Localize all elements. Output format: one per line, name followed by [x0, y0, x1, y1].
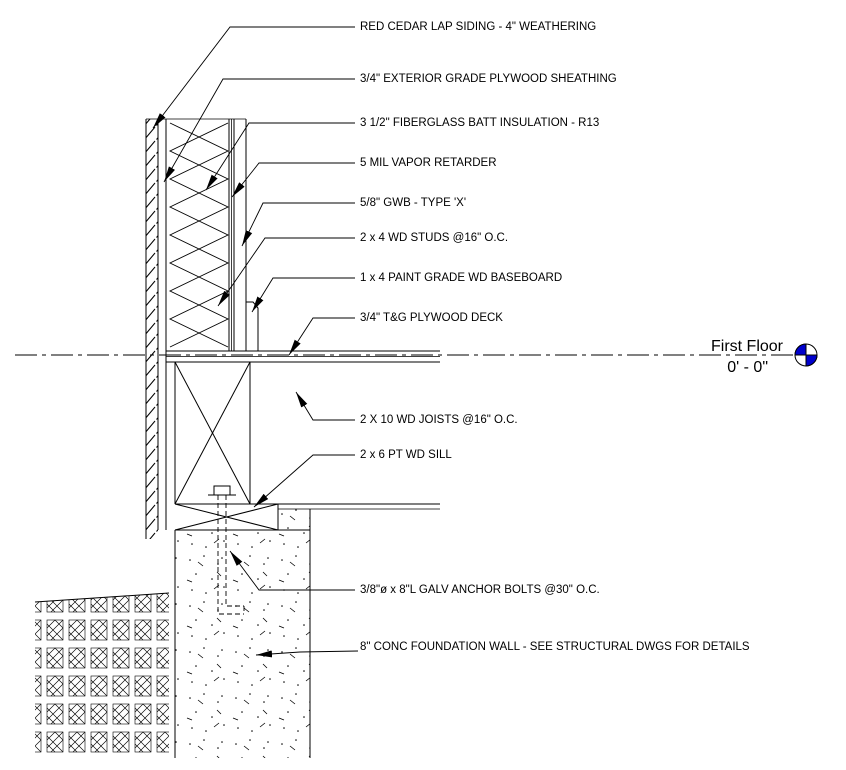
gwb-layer: [233, 119, 247, 351]
annotation-gwb: 5/8" GWB - TYPE 'X': [360, 197, 467, 209]
level-marker-name: First Floor: [711, 338, 783, 355]
rim-joist: [174, 361, 251, 505]
leader-lines: [152, 26, 359, 658]
plywood-deck: [166, 350, 440, 363]
annotation-anchor-bolts: 3/8"ø x 8"L GALV ANCHOR BOLTS @30" O.C.: [360, 584, 600, 596]
annotation-vapor-retarder: 5 MIL VAPOR RETARDER: [360, 157, 497, 169]
lap-siding: [145, 119, 159, 539]
annotation-foundation-wall: 8" CONC FOUNDATION WALL - SEE STRUCTURAL…: [360, 641, 750, 653]
annotation-sill: 2 x 6 PT WD SILL: [360, 449, 452, 461]
stud-and-vapor-retarder: [228, 119, 232, 351]
annotation-deck: 3/4" T&G PLYWOOD DECK: [360, 312, 503, 324]
annotation-insulation: 3 1/2" FIBERGLASS BATT INSULATION - R13: [360, 117, 600, 129]
annotation-baseboard: 1 x 4 PAINT GRADE WD BASEBOARD: [360, 272, 563, 284]
earth-hatch: [34, 592, 170, 758]
annotation-joists: 2 X 10 WD JOISTS @16" O.C.: [360, 414, 518, 426]
baseboard-profile: [245, 301, 259, 352]
level-marker-elevation: 0' - 0": [727, 359, 768, 376]
annotation-sheathing: 3/4" EXTERIOR GRADE PLYWOOD SHEATHING: [360, 73, 617, 85]
annotation-siding: RED CEDAR LAP SIDING - 4" WEATHERING: [360, 21, 597, 33]
level-marker-icon: [794, 343, 818, 367]
annotation-studs: 2 x 4 WD STUDS @16" O.C.: [360, 232, 509, 244]
batt-insulation: [168, 122, 230, 348]
foundation-wall: [174, 509, 311, 758]
